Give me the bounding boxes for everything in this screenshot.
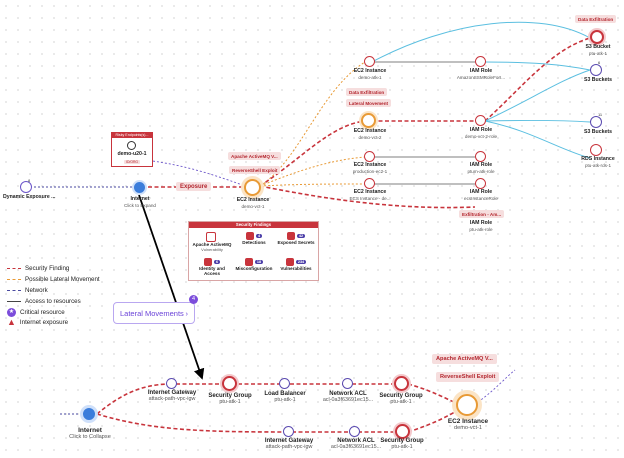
data-exfil-tag[interactable]: Data Exfiltration bbox=[575, 15, 617, 23]
dynamic-exposure-badge: 8 bbox=[28, 178, 31, 183]
iam-role-node[interactable] bbox=[475, 115, 486, 126]
risky-endpoints-title: Risky Endpoints(s)... bbox=[112, 133, 152, 138]
rds-instance-node[interactable] bbox=[590, 144, 602, 156]
ec2-node[interactable] bbox=[364, 151, 375, 162]
iam-role-node[interactable] bbox=[475, 178, 486, 189]
lateral-movements-button[interactable]: Lateral Movements › bbox=[113, 302, 195, 324]
s3-bucket-node[interactable] bbox=[590, 30, 604, 44]
legend-access: Access to resources bbox=[7, 298, 81, 305]
legend-critical: ★Critical resource bbox=[7, 308, 65, 317]
shield-alert-icon bbox=[206, 232, 216, 242]
dynamic-exposure-label: Dynamic Exposure ... bbox=[3, 194, 56, 200]
finding-activemq[interactable]: Apache ActiveMQ Vulnerability bbox=[191, 232, 233, 252]
internet-gateway-node[interactable] bbox=[166, 378, 177, 389]
ec2-node[interactable] bbox=[456, 394, 478, 416]
risky-endpoint-node[interactable] bbox=[127, 141, 136, 150]
exfiltration-tag[interactable]: Exfiltration - Am... bbox=[459, 210, 505, 218]
secrets-icon bbox=[286, 232, 295, 240]
legend-network: Network bbox=[7, 287, 48, 294]
s3-buckets-badge: 6 bbox=[598, 60, 601, 65]
internet-node[interactable] bbox=[132, 180, 147, 195]
iam-role-node[interactable] bbox=[475, 151, 486, 162]
lateral-movements-count: 4 bbox=[189, 295, 198, 304]
legend-security-finding: Security Finding bbox=[7, 265, 69, 272]
exposure-warning-icon: ▲ bbox=[7, 317, 16, 327]
ec2-node[interactable] bbox=[364, 178, 375, 189]
security-findings-panel: Security Findings Apache ActiveMQ Vulner… bbox=[188, 221, 319, 281]
load-balancer-node[interactable] bbox=[279, 378, 290, 389]
risky-endpoint-badge: ID/ORG bbox=[124, 160, 141, 164]
s3-buckets-badge: 11 bbox=[598, 112, 603, 117]
s3-buckets-node[interactable] bbox=[590, 116, 602, 128]
chevron-right-icon: › bbox=[185, 308, 189, 318]
identity-icon bbox=[203, 258, 212, 266]
finding-identity-access[interactable]: 6 Identity and Access bbox=[199, 258, 225, 276]
iam-role-node[interactable] bbox=[475, 56, 486, 67]
security-group-node[interactable] bbox=[394, 376, 409, 391]
activemq-tag[interactable]: Apache ActiveMQ V... bbox=[432, 354, 497, 364]
finding-misconfiguration[interactable]: 18 Misconfiguration bbox=[235, 258, 273, 271]
ec2-main-node[interactable] bbox=[244, 179, 261, 196]
risky-endpoints-box[interactable]: Risky Endpoints(s)... demo-u20-1 ID/ORG bbox=[111, 132, 153, 167]
internet-node[interactable] bbox=[80, 405, 98, 423]
legend-lateral-movement: Possible Lateral Movement bbox=[7, 276, 100, 283]
security-findings-header: Security Findings bbox=[189, 222, 318, 228]
s3-buckets-node[interactable] bbox=[590, 64, 602, 76]
s3-buckets-label: S3 Buckets bbox=[584, 77, 612, 83]
ec2-node[interactable] bbox=[364, 56, 375, 67]
exposure-tag: Exposure bbox=[176, 182, 212, 191]
lateral-movements-label: Lateral Movements bbox=[120, 308, 184, 318]
risky-endpoint-label: demo-u20-1 bbox=[117, 151, 147, 157]
dynamic-exposure-node[interactable] bbox=[20, 181, 32, 193]
finding-detections[interactable]: 4 Detections bbox=[242, 232, 266, 245]
vulnerabilities-icon bbox=[285, 258, 294, 266]
finding-exposed-secrets[interactable]: 42 Exposed Secrets bbox=[277, 232, 315, 245]
detections-icon bbox=[245, 232, 254, 240]
activemq-tag[interactable]: Apache ActiveMQ V... bbox=[228, 152, 281, 160]
reverseshell-tag[interactable]: ReverseShell Exploit bbox=[436, 372, 500, 382]
security-group-node[interactable] bbox=[222, 376, 237, 391]
network-acl-node[interactable] bbox=[342, 378, 353, 389]
misconfiguration-icon bbox=[244, 258, 253, 266]
data-exfil-tag[interactable]: Data Exfiltration bbox=[346, 88, 388, 96]
security-group-node[interactable] bbox=[395, 424, 410, 439]
finding-vulnerabilities[interactable]: 234 Vulnerabilities bbox=[280, 258, 312, 271]
internet-gateway-node[interactable] bbox=[283, 426, 294, 437]
lateral-movement-tag[interactable]: Lateral Movement bbox=[346, 99, 392, 107]
reverseshell-tag[interactable]: ReverseShell Exploit bbox=[229, 166, 281, 174]
network-acl-node[interactable] bbox=[349, 426, 360, 437]
critical-star-icon: ★ bbox=[7, 308, 16, 317]
legend-exposure: ▲Internet exposure bbox=[7, 317, 69, 327]
s3-buckets-label: S3 Buckets bbox=[584, 129, 612, 135]
ec2-node[interactable] bbox=[361, 113, 376, 128]
